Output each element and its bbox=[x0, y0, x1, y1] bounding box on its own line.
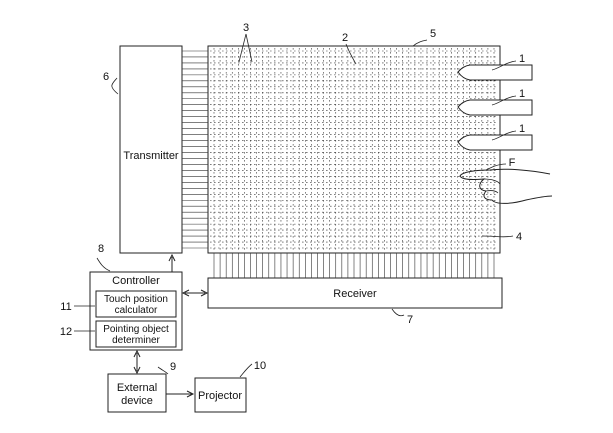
beam-grid bbox=[210, 48, 498, 251]
ref-8: 8 bbox=[98, 243, 104, 255]
projector-label: Projector bbox=[198, 390, 242, 402]
connector-arrows bbox=[133, 253, 209, 398]
pointing-det-label-line2: determiner bbox=[112, 335, 160, 346]
ref-4: 4 bbox=[516, 231, 522, 243]
ref-F: F bbox=[509, 157, 516, 169]
transmitter-label: Transmitter bbox=[123, 150, 179, 162]
external-device-label-line1: External bbox=[117, 382, 157, 394]
ref-6: 6 bbox=[103, 71, 109, 83]
ref-1b: 1 bbox=[519, 88, 525, 100]
touch-calc-label-line2: calculator bbox=[115, 305, 158, 316]
ref-3: 3 bbox=[243, 22, 249, 34]
ref-9: 9 bbox=[170, 361, 176, 373]
external-device-label-line2: device bbox=[121, 395, 153, 407]
controller-label: Controller bbox=[112, 275, 160, 287]
touch-position-calculator-block: Touch position calculator bbox=[95, 290, 177, 318]
receiver-block: Receiver bbox=[207, 277, 503, 309]
receiver-beam-lines bbox=[213, 253, 495, 278]
projector-block: Projector bbox=[194, 377, 247, 413]
touch-calc-label-line1: Touch position bbox=[104, 294, 168, 305]
external-device-block: External device bbox=[107, 373, 167, 413]
pointing-object-b bbox=[457, 99, 533, 116]
pointing-object-a bbox=[457, 64, 533, 81]
ref-5: 5 bbox=[430, 28, 436, 40]
ref-12: 12 bbox=[60, 326, 72, 338]
pointing-det-label-line1: Pointing object bbox=[103, 324, 169, 335]
pointing-object-c bbox=[457, 134, 533, 151]
receiver-label: Receiver bbox=[333, 288, 377, 300]
reference-numerals: 1 1 1 2 3 4 5 6 7 8 9 10 11 12 F bbox=[60, 22, 525, 373]
ref-2: 2 bbox=[342, 32, 348, 44]
transmitter-beam-lines bbox=[182, 50, 208, 249]
touch-panel bbox=[207, 45, 501, 254]
transmitter-block: Transmitter bbox=[119, 45, 183, 254]
ref-11: 11 bbox=[60, 301, 71, 313]
ref-1a: 1 bbox=[519, 53, 525, 65]
pointing-object-determiner-block: Pointing object determiner bbox=[95, 320, 177, 348]
ref-7: 7 bbox=[407, 314, 413, 326]
ref-1c: 1 bbox=[519, 123, 525, 135]
ref-10: 10 bbox=[254, 360, 266, 372]
leader-lines bbox=[74, 33, 517, 378]
